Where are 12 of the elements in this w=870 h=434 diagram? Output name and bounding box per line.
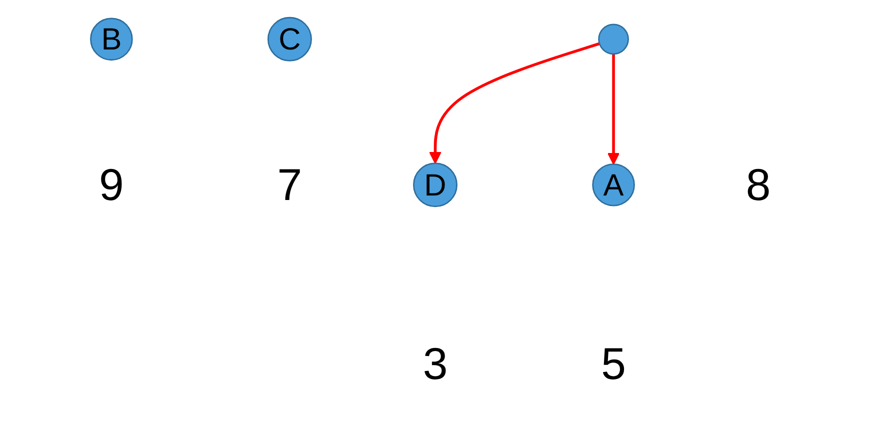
node-label: 5	[601, 338, 626, 389]
node-circle: A	[592, 163, 636, 206]
node-circle	[598, 24, 630, 55]
node-label: 7	[277, 160, 302, 210]
arrow	[608, 54, 620, 165]
node-circle: D	[413, 162, 458, 208]
node-label: 8	[746, 160, 771, 210]
node-label: 3	[423, 338, 448, 389]
node-circle: B	[90, 18, 133, 61]
node-circle: C	[268, 16, 312, 62]
arrow	[429, 42, 600, 164]
node-label: 9	[99, 160, 124, 210]
